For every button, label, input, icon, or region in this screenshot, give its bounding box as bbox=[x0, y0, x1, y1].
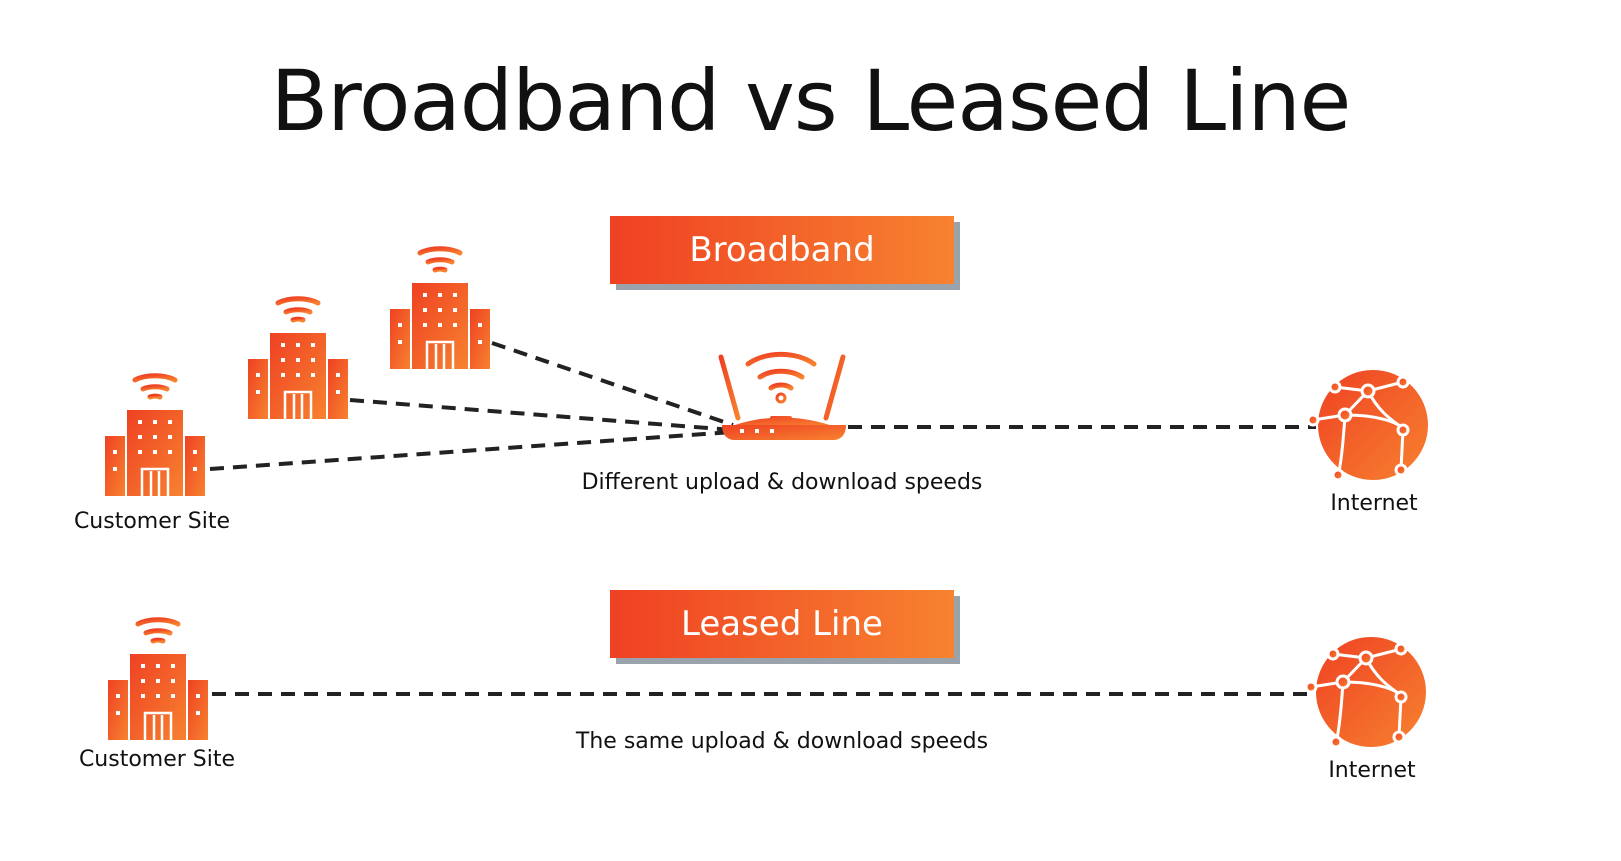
leased-line-banner-label: Leased Line bbox=[610, 590, 954, 658]
globe-icon bbox=[1304, 635, 1428, 749]
page-title: Broadband vs Leased Line bbox=[270, 52, 1352, 150]
router-icon bbox=[718, 351, 846, 440]
globe-icon bbox=[1306, 368, 1430, 482]
leased-line-banner: Leased Line bbox=[610, 590, 960, 664]
customer-site-label: Customer Site bbox=[78, 747, 236, 772]
link-site1-router bbox=[209, 430, 734, 471]
link-site2-router bbox=[349, 398, 734, 432]
building-icon bbox=[108, 620, 208, 740]
building-icon bbox=[390, 249, 490, 369]
link-site3-router bbox=[491, 341, 734, 427]
leased-line-caption: The same upload & download speeds bbox=[575, 729, 989, 754]
building-icon bbox=[105, 376, 205, 496]
internet-label: Internet bbox=[1328, 758, 1416, 783]
internet-label: Internet bbox=[1330, 491, 1418, 516]
broadband-banner: Broadband bbox=[610, 216, 960, 290]
customer-site-label: Customer Site bbox=[73, 509, 231, 534]
broadband-caption: Different upload & download speeds bbox=[581, 470, 983, 495]
broadband-banner-label: Broadband bbox=[610, 216, 954, 284]
building-icon bbox=[248, 299, 348, 419]
